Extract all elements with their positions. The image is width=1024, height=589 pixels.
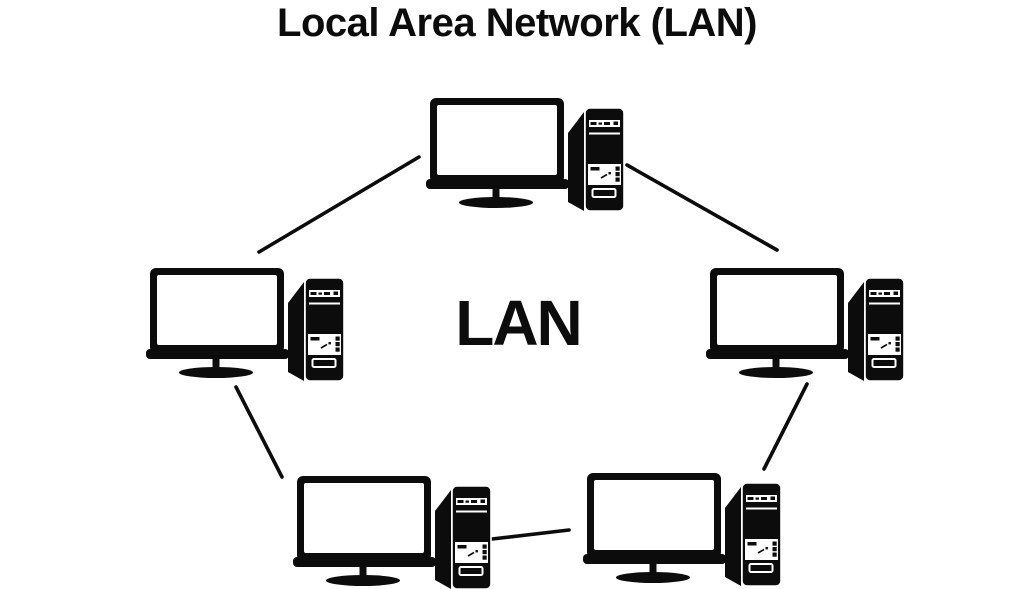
computer-bottom-left xyxy=(292,475,492,589)
link-top-to-right xyxy=(625,163,779,252)
computer-right xyxy=(705,267,905,382)
link-left-to-bottom-left xyxy=(234,385,284,479)
computer-bottom-right xyxy=(582,472,782,587)
link-bottom-left-to-bottom-right xyxy=(490,528,571,541)
link-right-to-bottom-right xyxy=(762,382,809,471)
computer-top xyxy=(425,97,625,212)
link-top-to-left xyxy=(257,155,421,254)
lan-center-label: LAN xyxy=(455,287,583,359)
computer-left xyxy=(145,267,345,382)
diagram-title: Local Area Network (LAN) xyxy=(277,1,757,45)
network-links xyxy=(234,155,809,541)
